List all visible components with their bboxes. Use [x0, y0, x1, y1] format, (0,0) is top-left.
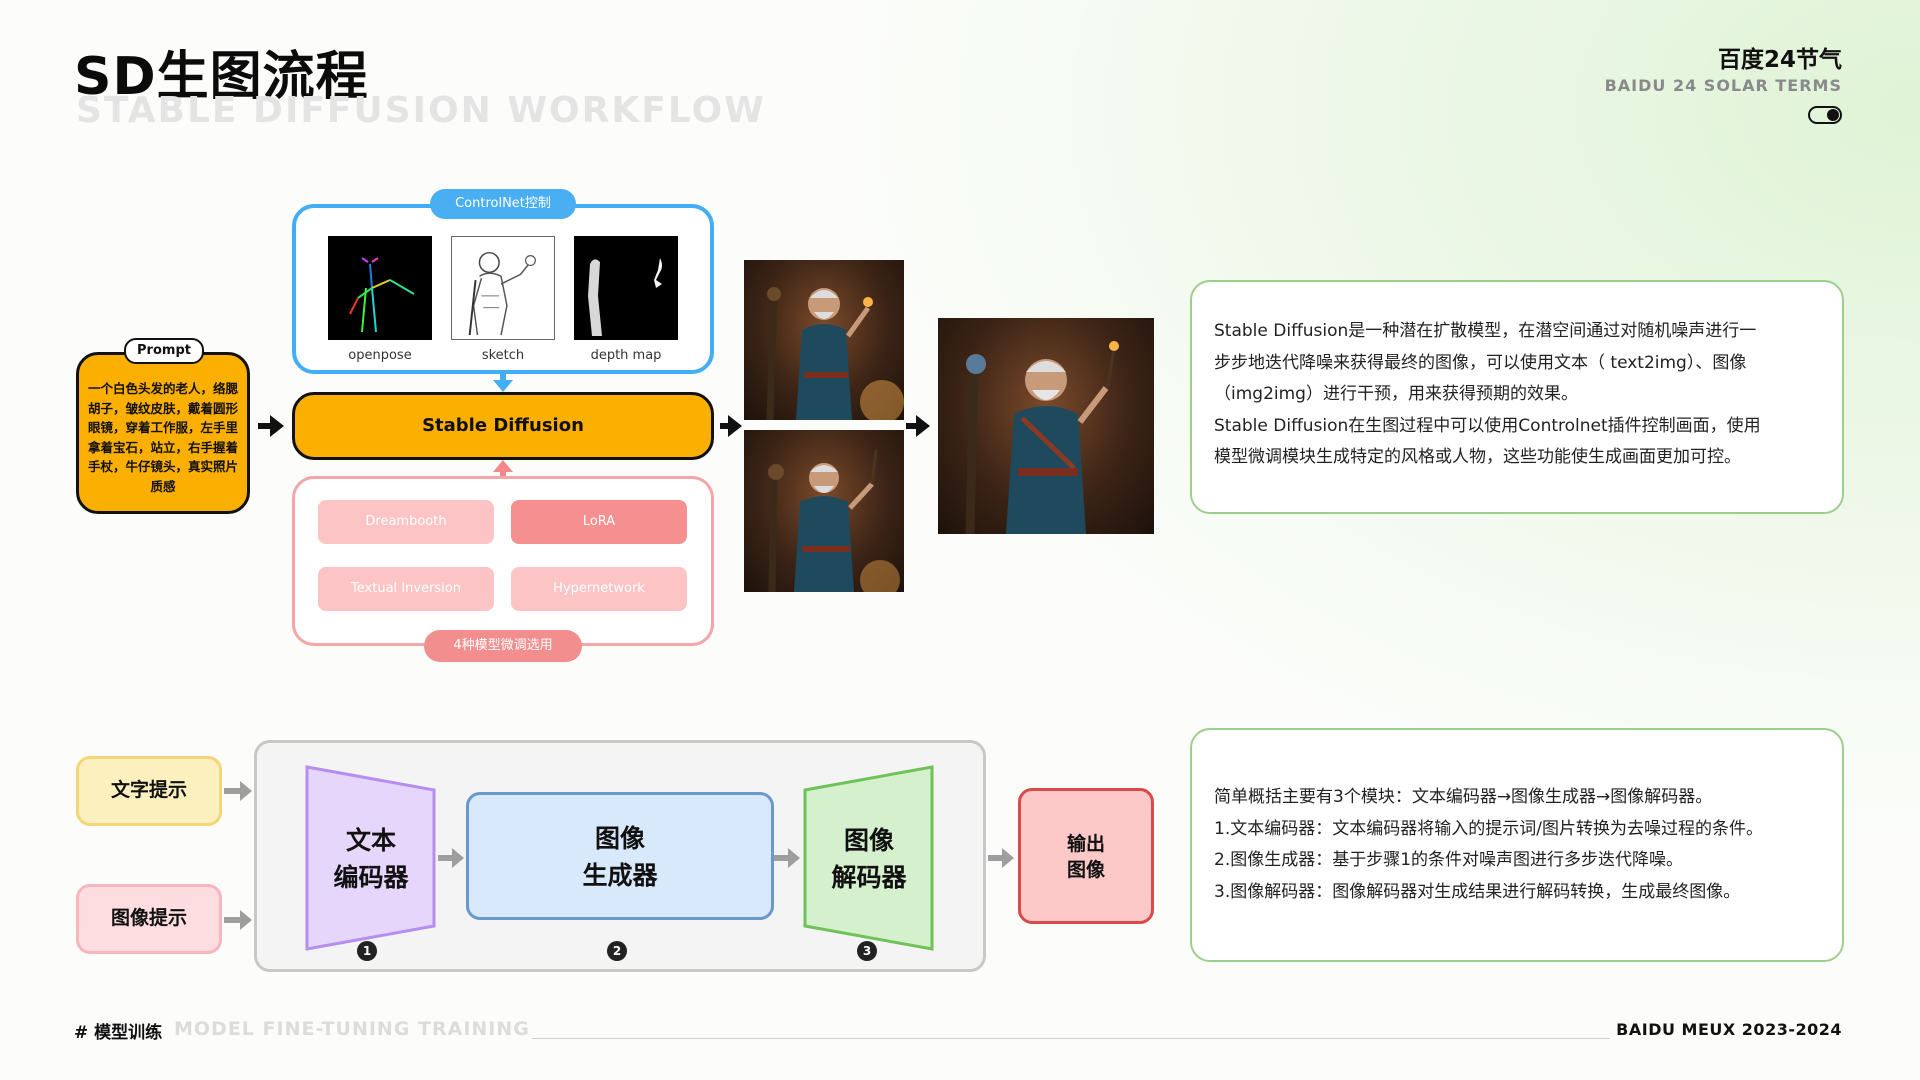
footer-credit: BAIDU MEUX 2023-2024 [1616, 1020, 1842, 1039]
generated-image-1 [744, 260, 904, 420]
text-encoder-line2: 编码器 [304, 859, 438, 896]
hypernetwork-option[interactable]: Hypernetwork [511, 567, 687, 611]
arrow-head [788, 848, 800, 868]
footer-divider [532, 1038, 1610, 1039]
step-2-badge: 2 [607, 941, 627, 961]
arrow-head [728, 415, 742, 437]
stable-diffusion-block: Stable Diffusion [292, 392, 714, 460]
step-3-badge: 3 [857, 941, 877, 961]
arrow-head [452, 848, 464, 868]
footer-section-label: # 模型训练 [74, 1018, 162, 1043]
description-card-top: Stable Diffusion是一种潜在扩散模型，在潜空间通过对随机噪声进行一… [1190, 280, 1844, 514]
openpose-image [328, 236, 432, 340]
description-line: 1.文本编码器：文本编码器将输入的提示词/图片转换为去噪过程的条件。 [1214, 814, 1826, 846]
dreambooth-option[interactable]: Dreambooth [318, 500, 494, 544]
description-line: Stable Diffusion是一种潜在扩散模型，在潜空间通过对随机噪声进行一 [1214, 316, 1826, 348]
output-image-block: 输出 图像 [1018, 788, 1154, 924]
description-line: 步步地迭代降噪来获得最终的图像，可以使用文本（ text2img）、图像 [1214, 348, 1826, 380]
text-encoder-line1: 文本 [304, 822, 438, 859]
sketch-image [451, 236, 555, 340]
step-1-badge: 1 [357, 941, 377, 961]
finetune-tag: 4种模型微调选用 [424, 630, 582, 662]
openpose-label: openpose [320, 348, 440, 363]
description-line: （img2img）进行干预，用来获得预期的效果。 [1214, 379, 1826, 411]
description-line: Stable Diffusion在生图过程中可以使用Controlnet插件控制… [1214, 411, 1826, 443]
image-decoder-label: 图像 解码器 [802, 822, 936, 896]
text-encoder-label: 文本 编码器 [304, 822, 438, 896]
prompt-text: 一个白色头发的老人，络腮胡子，皱纹皮肤，戴着圆形眼镜，穿着工作服，左手里拿着宝石… [87, 379, 239, 496]
image-prompt-input: 图像提示 [76, 884, 222, 954]
depth-map-label: depth map [566, 348, 686, 363]
prompt-tag: Prompt [124, 338, 204, 364]
toggle-knob [1827, 109, 1839, 121]
footer-section-sub: MODEL FINE-TUNING TRAINING [174, 1018, 530, 1040]
output-line2: 图像 [1021, 857, 1151, 883]
image-generator-line1: 图像 [466, 820, 774, 857]
description-card-bottom: 简单概括主要有3个模块：文本编码器→图像生成器→图像解码器。 1.文本编码器：文… [1190, 728, 1844, 962]
depth-map-image [574, 236, 678, 340]
description-line: 简单概括主要有3个模块：文本编码器→图像生成器→图像解码器。 [1214, 782, 1826, 814]
arrow-head [270, 415, 284, 437]
image-generator-line2: 生成器 [466, 857, 774, 894]
arrow-head [1002, 848, 1014, 868]
final-image [938, 318, 1154, 534]
brand-title: 百度24节气 [1718, 40, 1842, 74]
theme-toggle[interactable] [1808, 106, 1842, 124]
description-line: 3.图像解码器：图像解码器对生成结果进行解码转换，生成最终图像。 [1214, 877, 1826, 909]
lora-option[interactable]: LoRA [511, 500, 687, 544]
image-decoder-line1: 图像 [802, 822, 936, 859]
description-line: 2.图像生成器：基于步骤1的条件对噪声图进行多步迭代降噪。 [1214, 845, 1826, 877]
page-subtitle: STABLE DIFFUSION WORKFLOW [76, 90, 766, 131]
controlnet-arrow-head [493, 380, 513, 392]
image-decoder-line2: 解码器 [802, 859, 936, 896]
text-prompt-input: 文字提示 [76, 756, 222, 826]
prompt-box: 一个白色头发的老人，络腮胡子，皱纹皮肤，戴着圆形眼镜，穿着工作服，左手里拿着宝石… [76, 352, 250, 514]
generated-image-2 [744, 430, 904, 592]
arrow-head [916, 415, 930, 437]
textual-inversion-option[interactable]: Textual Inversion [318, 567, 494, 611]
sketch-label: sketch [443, 348, 563, 363]
controlnet-tag: ControlNet控制 [430, 189, 576, 219]
image-generator-label: 图像 生成器 [466, 820, 774, 894]
arrow-head [240, 910, 252, 930]
brand-subtitle: BAIDU 24 SOLAR TERMS [1605, 76, 1842, 95]
arrow-head [240, 781, 252, 801]
description-line: 模型微调模块生成特定的风格或人物，这些功能使生成画面更加可控。 [1214, 442, 1826, 474]
output-line1: 输出 [1021, 831, 1151, 857]
